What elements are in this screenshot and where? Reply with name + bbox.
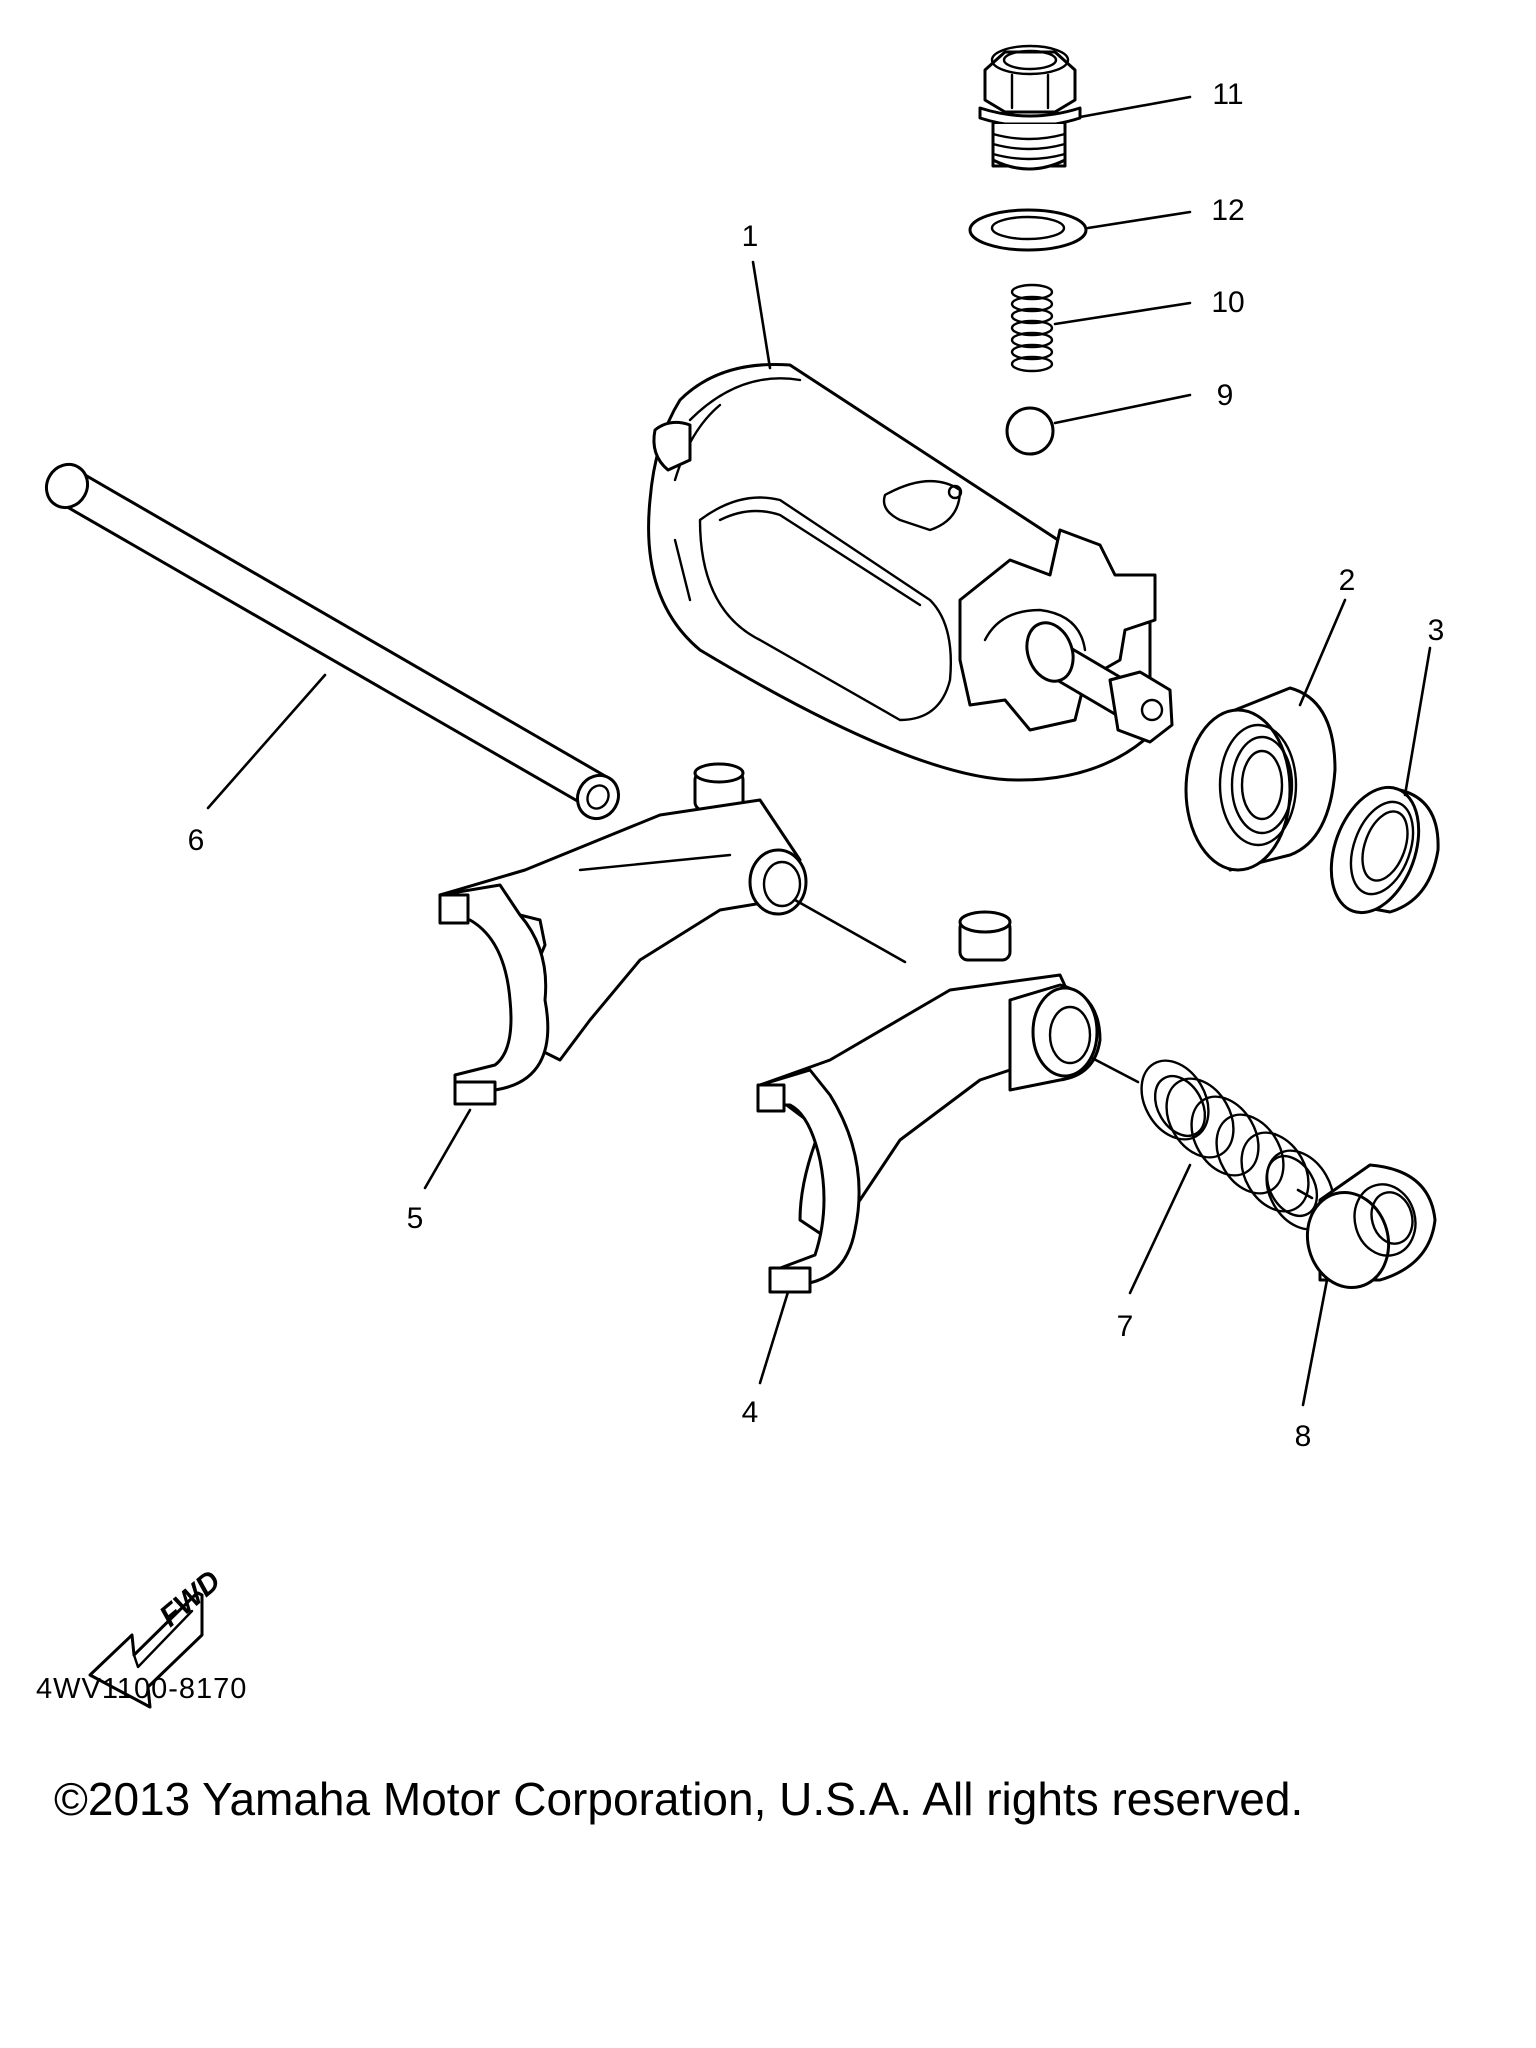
callout-3: 3	[1428, 614, 1445, 647]
callout-5: 5	[407, 1202, 424, 1235]
compression-spring-part[interactable]	[1128, 1049, 1347, 1242]
callout-4: 4	[742, 1396, 759, 1429]
ball-part[interactable]	[1005, 406, 1055, 456]
callout-8: 8	[1295, 1420, 1312, 1453]
callout-12: 12	[1211, 194, 1244, 227]
callout-9: 9	[1217, 379, 1234, 412]
bearing-part[interactable]	[1184, 686, 1337, 872]
shift-fork-upper-part[interactable]	[438, 762, 808, 1106]
alignment-line-spring	[1090, 1056, 1140, 1084]
callout-numbers: 1 2 3 4 5 6 7 8 9 10 11 12	[188, 78, 1445, 1453]
callout-11: 11	[1212, 78, 1243, 111]
detent-spring-part[interactable]	[1010, 283, 1054, 373]
alignment-line-collar	[1296, 1188, 1314, 1200]
washer-part[interactable]	[968, 208, 1088, 252]
callout-6: 6	[188, 824, 205, 857]
callout-2: 2	[1339, 564, 1356, 597]
shift-drum-part[interactable]	[647, 362, 1174, 782]
callout-1: 1	[742, 220, 759, 253]
bolt-part[interactable]	[978, 44, 1082, 171]
guide-bar-part[interactable]	[39, 457, 627, 826]
part-code: 4WV1100-8170	[36, 1673, 248, 1705]
alignment-line	[793, 898, 907, 964]
copyright-notice: ©2013 Yamaha Motor Corporation, U.S.A. A…	[54, 1773, 1304, 1825]
callout-7: 7	[1117, 1310, 1134, 1343]
oil-seal-part[interactable]	[1315, 775, 1440, 925]
callout-10: 10	[1211, 286, 1244, 319]
collar-part[interactable]	[1297, 1163, 1437, 1297]
leader-lines	[206, 95, 1432, 1407]
shift-fork-lower-part[interactable]	[756, 910, 1102, 1294]
